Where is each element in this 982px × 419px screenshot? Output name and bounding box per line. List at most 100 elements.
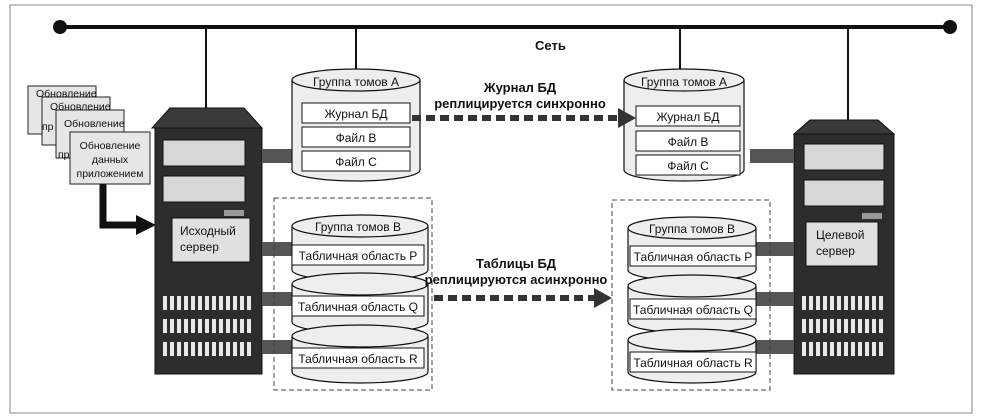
vent-slot	[163, 342, 167, 356]
vent-slot	[851, 319, 855, 333]
volume-group-b-source: Группа томов В Табличная область P Табли…	[273, 197, 433, 391]
vent-slot	[184, 319, 188, 333]
group-a-target-item-2: Файл С	[667, 159, 709, 173]
vent-slot	[191, 319, 195, 333]
group-b-target-item-0: Табличная область P	[634, 250, 753, 264]
vent-slot	[809, 296, 813, 310]
vent-slot	[240, 319, 244, 333]
update-card-4-line3: приложением	[77, 168, 144, 180]
vent-slot	[865, 342, 869, 356]
vent-slot	[177, 342, 181, 356]
vent-slot	[184, 296, 188, 310]
source-server-vents	[163, 296, 251, 356]
vent-slot	[191, 296, 195, 310]
update-card-partial-1: пр	[42, 121, 54, 133]
source-server-label-1: Исходный	[180, 224, 236, 238]
vent-slot	[879, 342, 883, 356]
target-server-label-2: сервер	[816, 244, 855, 258]
vent-slot	[823, 342, 827, 356]
vent-slot	[823, 296, 827, 310]
vent-slot	[212, 319, 216, 333]
vent-slot	[240, 296, 244, 310]
sync-label-line1: Журнал БД	[483, 80, 557, 95]
update-card-4-line1: Обновление	[80, 140, 141, 152]
vent-slot	[823, 319, 827, 333]
vent-slot	[830, 296, 834, 310]
group-a-source-item-1: Файл В	[336, 131, 377, 145]
vent-slot	[198, 342, 202, 356]
group-b-source-item-0: Табличная область P	[299, 249, 418, 263]
source-server-label-2: сервер	[180, 240, 219, 254]
vent-slot	[844, 296, 848, 310]
network-bus-right-end	[943, 20, 957, 34]
vent-slot	[205, 342, 209, 356]
group-b-target-item-1: Табличная область Q	[633, 303, 753, 317]
vent-slot	[198, 296, 202, 310]
vent-slot	[809, 319, 813, 333]
vent-slot	[837, 342, 841, 356]
vent-slot	[212, 342, 216, 356]
vent-slot	[837, 319, 841, 333]
vent-slot	[816, 319, 820, 333]
network-label: Сеть	[535, 38, 566, 53]
vent-slot	[170, 342, 174, 356]
vent-slot	[844, 342, 848, 356]
vent-slot	[858, 296, 862, 310]
vent-slot	[247, 319, 251, 333]
vent-slot	[830, 319, 834, 333]
vent-slot	[858, 319, 862, 333]
vent-slot	[233, 342, 237, 356]
source-connectors	[262, 149, 292, 354]
group-a-target-title: Группа томов А	[641, 75, 727, 89]
sync-label-line2: реплицируется синхронно	[434, 96, 606, 111]
vent-slot	[219, 296, 223, 310]
vent-slot	[247, 296, 251, 310]
vent-slot	[844, 319, 848, 333]
vent-slot	[226, 296, 230, 310]
vent-slot	[865, 296, 869, 310]
vent-slot	[851, 296, 855, 310]
vent-slot	[837, 296, 841, 310]
diagram-frame	[9, 4, 973, 414]
group-a-target-item-1: Файл В	[668, 135, 709, 149]
vent-slot	[233, 319, 237, 333]
vent-slot	[865, 319, 869, 333]
vent-slot	[177, 319, 181, 333]
target-connectors	[750, 149, 794, 354]
vent-slot	[233, 296, 237, 310]
update-cards: Обновление Обновление пр Обновление пр О…	[27, 85, 151, 185]
sync-replication-arrow	[412, 108, 636, 128]
vent-slot	[191, 342, 195, 356]
vent-slot	[170, 296, 174, 310]
update-card-partial-2: пр	[58, 149, 70, 161]
vent-slot	[879, 296, 883, 310]
vent-slot	[240, 342, 244, 356]
update-card-4	[69, 131, 151, 185]
vent-slot	[802, 296, 806, 310]
group-a-source-item-0: Журнал БД	[324, 107, 387, 121]
volume-group-a-target: Группа томов А Журнал БД Файл В Файл С	[623, 68, 745, 182]
vent-slot	[163, 296, 167, 310]
group-a-target-item-0: Журнал БД	[656, 110, 719, 124]
target-server-vents	[802, 296, 883, 356]
vent-slot	[879, 319, 883, 333]
vent-slot	[872, 319, 876, 333]
vent-slot	[872, 342, 876, 356]
vent-slot	[872, 296, 876, 310]
group-b-source-item-1: Табличная область Q	[298, 300, 418, 314]
async-replication-arrow	[434, 288, 612, 308]
vent-slot	[226, 342, 230, 356]
vent-slot	[219, 319, 223, 333]
volume-group-b-target: Группа томов В Табличная область P Табли…	[611, 199, 771, 391]
group-a-source-item-2: Файл С	[335, 155, 377, 169]
vent-slot	[816, 296, 820, 310]
vent-slot	[212, 296, 216, 310]
vent-slot	[226, 319, 230, 333]
vent-slot	[830, 342, 834, 356]
target-server-label-1: Целевой	[816, 228, 864, 242]
vent-slot	[170, 319, 174, 333]
volume-group-a-source: Группа томов А Журнал БД Файл В Файл С	[291, 68, 421, 182]
vent-slot	[219, 342, 223, 356]
vent-slot	[163, 319, 167, 333]
